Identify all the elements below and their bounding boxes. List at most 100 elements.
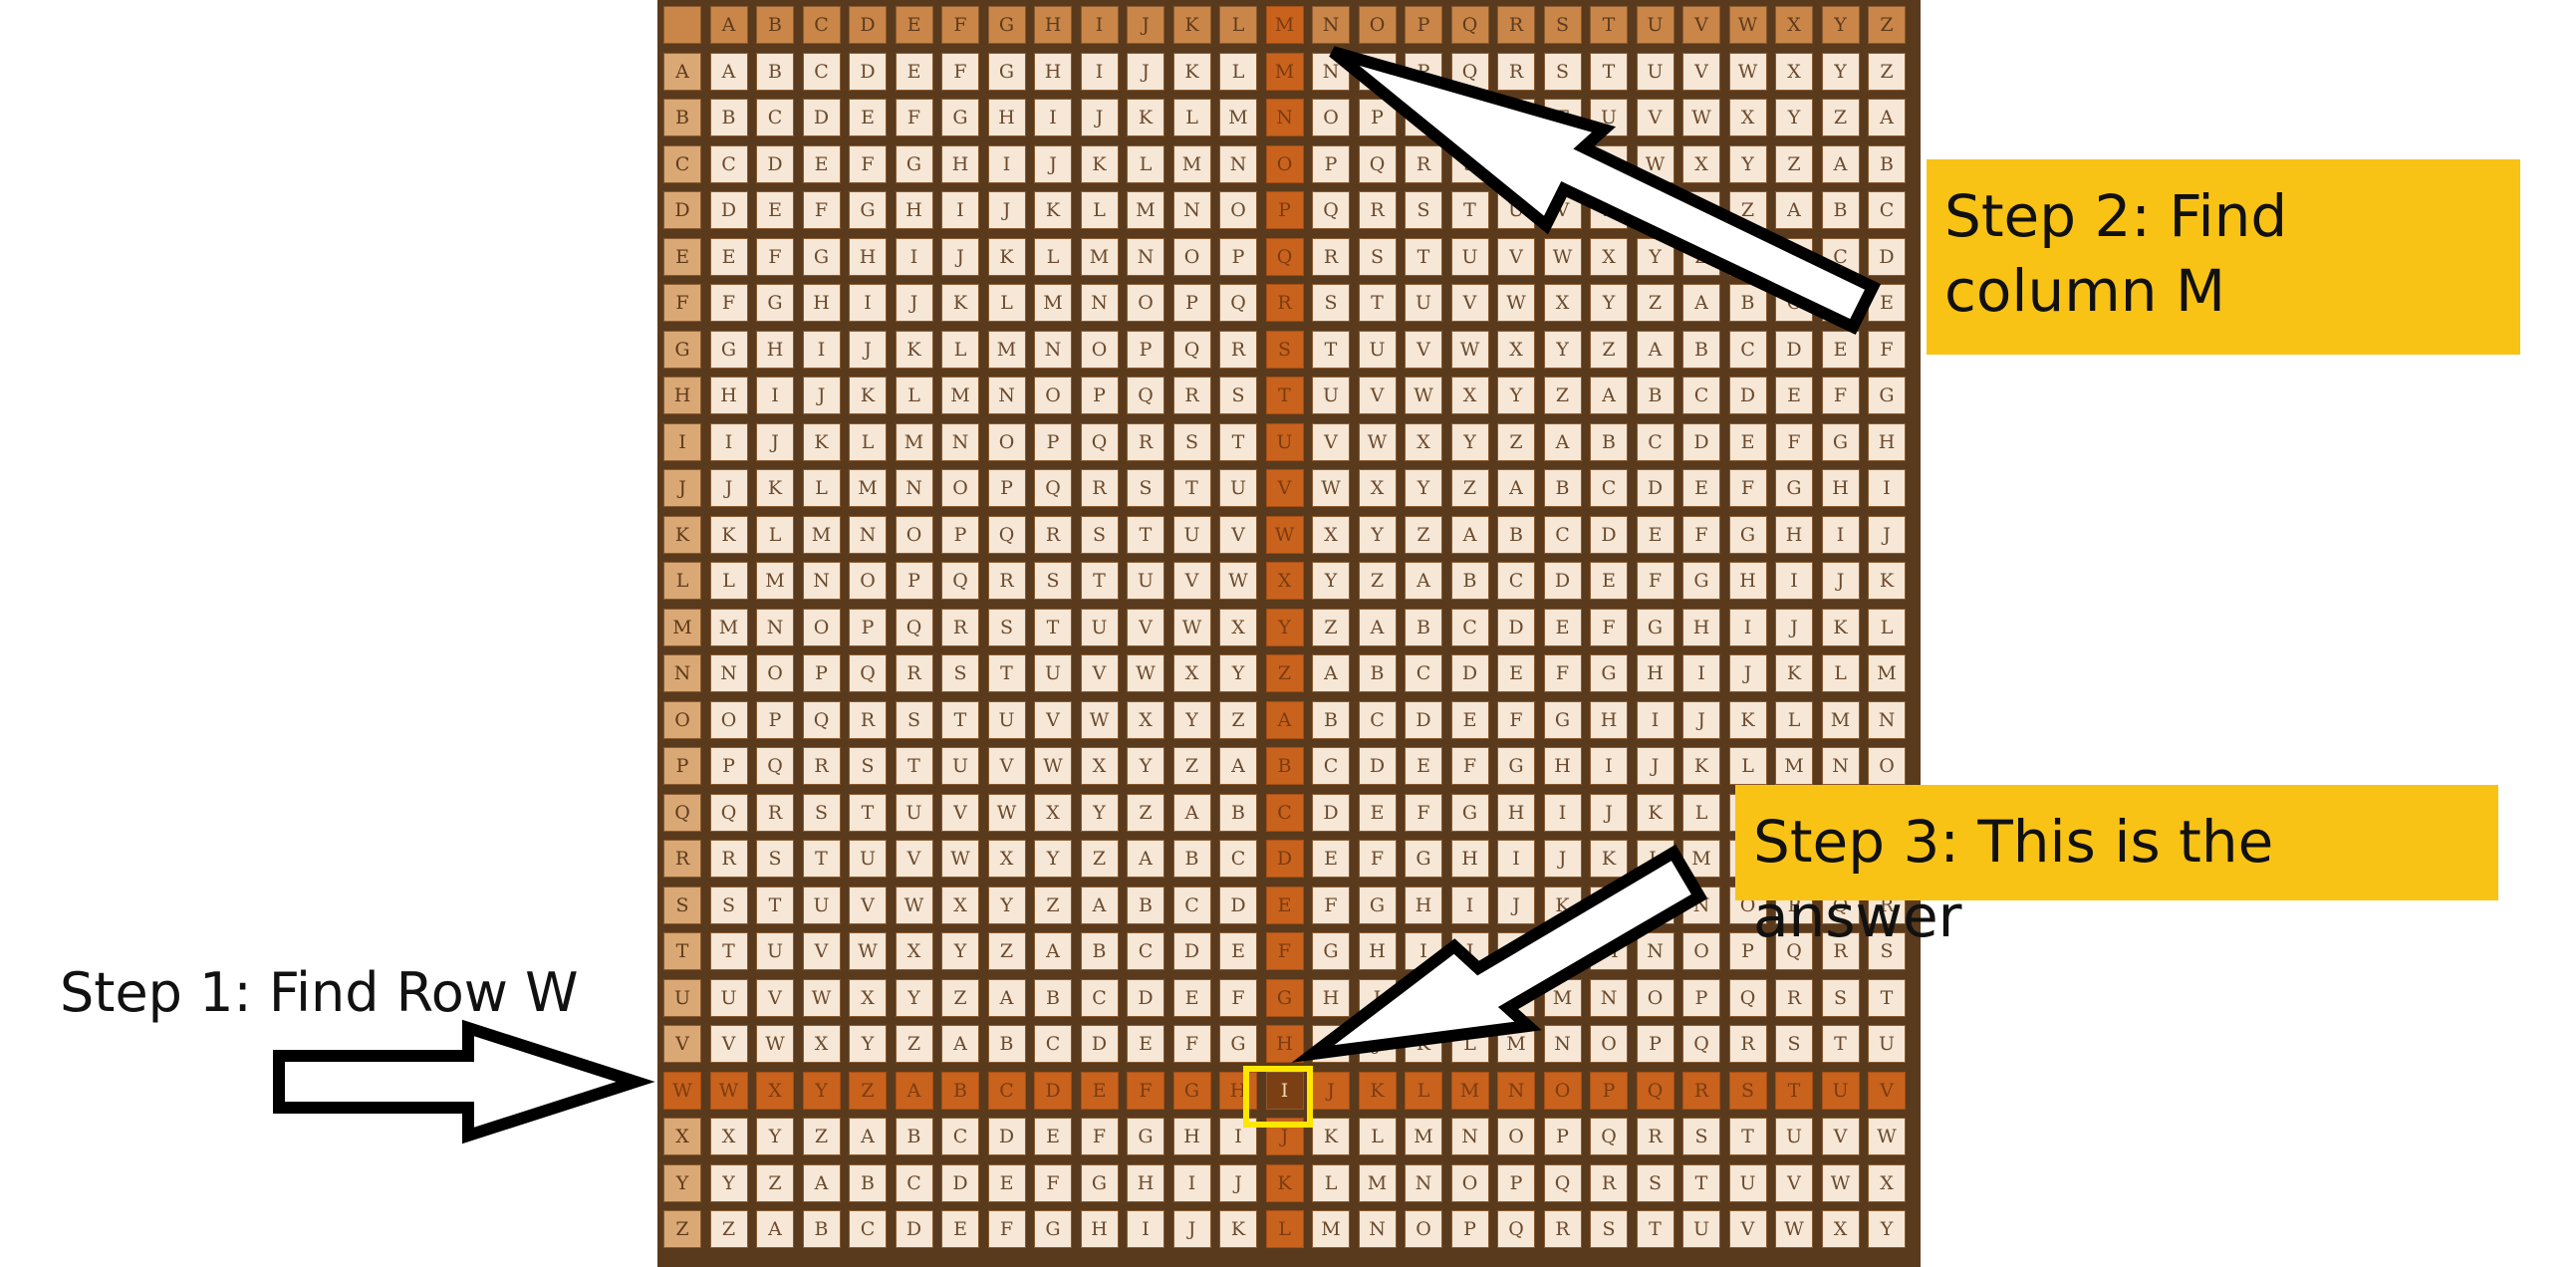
column-header-f: F [941,6,979,44]
grid-cell: O [1405,1210,1442,1248]
grid-cell: J [1219,1163,1257,1202]
grid-cell: A [1590,377,1628,414]
grid-cell: J [1172,1210,1211,1248]
grid-cell: G [1682,562,1720,600]
grid-cell: Z [1358,562,1397,600]
grid-cell: P [709,747,748,785]
column-header-o: O [1358,6,1397,44]
grid-cell: Z [1636,284,1674,322]
highlighted-cell: O [1265,144,1304,183]
grid-cell: N [1636,932,1674,970]
highlighted-cell: F [1265,932,1304,970]
grid-cell: I [756,377,794,414]
grid-cell: X [1450,377,1489,414]
grid-cell: R [1728,1025,1767,1063]
grid-cell: K [1868,562,1906,600]
grid-cell: U [1405,284,1442,322]
row-header-a: A [663,52,701,91]
grid-cell: T [709,932,748,970]
column-header-u: U [1636,6,1674,44]
grid-cell: I [987,144,1026,183]
grid-cell: V [1821,1118,1860,1155]
grid-cell: B [1868,144,1906,183]
grid-cell: K [1636,793,1674,832]
highlighted-cell: U [1265,422,1304,461]
grid-cell: V [1775,1163,1813,1202]
grid-cell: B [849,1163,887,1202]
grid-cell: E [1219,932,1257,970]
grid-cell: H [1312,978,1350,1017]
grid-cell: X [1682,144,1720,183]
grid-cell: U [987,700,1026,739]
grid-cell: W [1728,52,1767,91]
grid-cell: Y [895,978,933,1017]
grid-cell: I [1450,886,1489,924]
grid-cell: L [802,469,841,507]
grid-cell: D [1636,469,1674,507]
grid-cell: E [1497,654,1535,692]
grid-cell: U [941,747,979,785]
row-header-u: U [663,978,701,1017]
grid-cell: U [1728,1163,1767,1202]
grid-cell: G [1636,608,1674,646]
grid-cell: V [941,793,979,832]
grid-cell: G [756,284,794,322]
highlighted-cell: M [1450,1071,1489,1110]
step2-arrow [1329,46,1882,335]
grid-cell: X [1312,515,1350,554]
grid-cell: F [709,284,748,322]
column-header-v: V [1682,6,1720,44]
grid-cell: H [1682,608,1720,646]
highlighted-cell: K [1358,1071,1397,1110]
grid-cell: B [1080,932,1119,970]
grid-cell: L [1312,1163,1350,1202]
grid-cell: U [709,978,748,1017]
grid-cell: J [941,237,979,276]
grid-cell: J [1127,52,1164,91]
grid-cell: G [1728,515,1767,554]
column-header-c: C [802,6,841,44]
grid-cell: G [1034,1210,1072,1248]
grid-cell: D [1497,608,1535,646]
grid-cell: H [895,191,933,229]
grid-cell: D [1450,654,1489,692]
grid-cell: F [1636,562,1674,600]
grid-cell: Z [1543,377,1582,414]
row-header-m: M [663,608,701,646]
grid-cell: G [1127,1118,1164,1155]
grid-cell: B [1543,469,1582,507]
grid-cell: A [1821,144,1860,183]
grid-cell: L [895,377,933,414]
grid-cell: C [1312,747,1350,785]
grid-cell: N [1219,144,1257,183]
column-header-x: X [1775,6,1813,44]
grid-cell: K [1034,191,1072,229]
grid-cell: V [709,1025,748,1063]
grid-cell: L [709,562,748,600]
grid-cell: B [1034,978,1072,1017]
highlighted-cell: L [1405,1071,1442,1110]
grid-cell: V [1405,330,1442,369]
grid-cell: J [1543,840,1582,878]
grid-cell: M [1405,1118,1442,1155]
grid-cell: V [849,886,887,924]
grid-cell: X [1497,330,1535,369]
highlighted-cell: N [1497,1071,1535,1110]
grid-cell: P [1312,144,1350,183]
grid-cell: W [1821,1163,1860,1202]
grid-cell: M [1312,1210,1350,1248]
grid-cell: I [1821,515,1860,554]
grid-cell: T [1682,1163,1720,1202]
highlighted-cell: C [1265,793,1304,832]
grid-cell: E [1127,1025,1164,1063]
grid-cell: B [756,52,794,91]
grid-cell: F [1358,840,1397,878]
row-header-q: Q [663,793,701,832]
grid-cell: J [849,330,887,369]
grid-cell: Z [1172,747,1211,785]
grid-cell: V [1728,1210,1767,1248]
grid-cell: A [1450,515,1489,554]
grid-cell: X [1405,422,1442,461]
grid-cell: Y [941,932,979,970]
grid-cell: P [987,469,1026,507]
